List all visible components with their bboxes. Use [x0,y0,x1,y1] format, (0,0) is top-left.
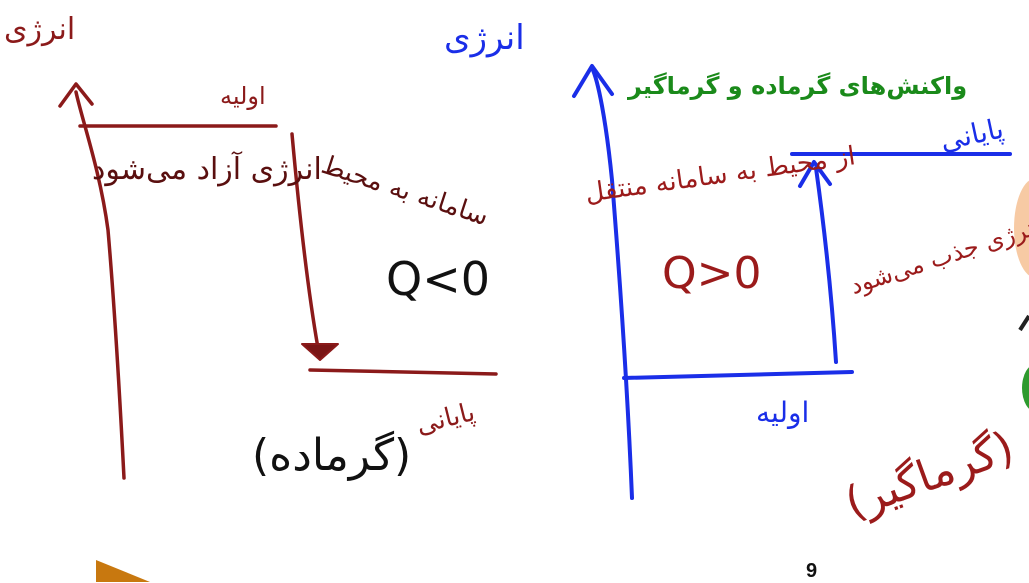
exothermic-initial-label: اولیه [220,82,266,110]
decorative-peach-shape [1014,180,1029,276]
endothermic-energy-axis [590,66,634,500]
exothermic-diagram [58,82,498,480]
exothermic-q-relation: Q<0 [386,252,491,306]
endothermic-arrowhead [798,160,832,188]
endothermic-axis-label: انرژی [444,18,525,58]
exothermic-downward-arrow [290,132,320,350]
endothermic-upward-arrow [814,166,838,364]
exothermic-axis-label: انرژی [4,12,76,47]
exothermic-arrow-note: انرژی آزاد می‌شود [92,152,322,187]
endothermic-diagram [572,64,1012,500]
exothermic-energy-axis [74,90,126,480]
endothermic-initial-label: اولیه [756,396,810,429]
slide-title: واکنش‌های گرماده و گرماگیر [628,72,968,100]
decorative-dark-stroke [1018,314,1029,332]
decorative-green-shape [1022,367,1029,409]
endothermic-axis-arrowhead [572,64,614,98]
exothermic-axis-arrowhead [58,82,94,108]
exothermic-arrowhead [301,343,339,361]
exothermic-final-level [308,368,498,376]
decorative-orange-triangle [96,560,150,582]
endothermic-initial-level [622,370,854,380]
exothermic-type-label: (گرماده) [252,430,412,481]
endothermic-q-relation: Q>0 [662,248,762,299]
page-number: 9 [806,560,818,582]
